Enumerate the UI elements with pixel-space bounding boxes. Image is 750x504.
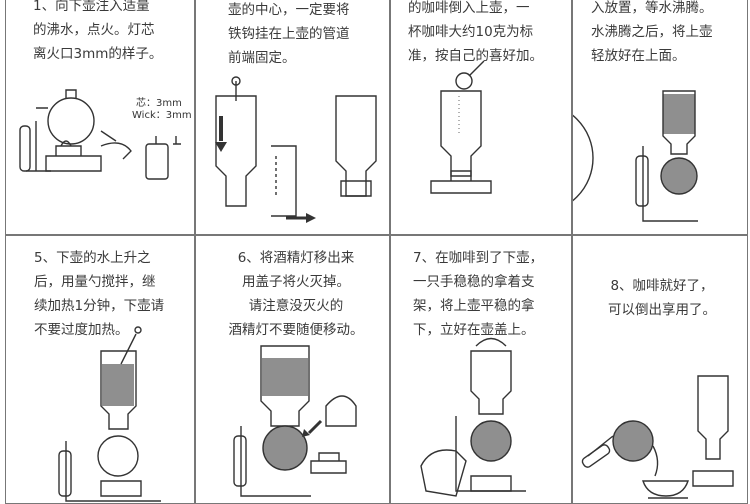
wick-label-en: Wick：3mm <box>132 110 192 121</box>
step-panel-3: 的咖啡倒入上壶，一 杯咖啡大约10克为标 准，按自己的喜好加。 <box>390 0 572 235</box>
siphon-illustration-7 <box>420 337 526 497</box>
step-1-text: 1、向下壶注入适量 的沸水，点火。灯芯 离火口3mm的样子。 <box>33 0 163 62</box>
step-6-text: 6、将酒精灯移出来 用盖子将火灭掉。 请注意没灭火的 酒精灯不要随便移动。 <box>228 250 364 338</box>
siphon-illustration-2 <box>215 76 377 223</box>
step-panel-8: 8、咖啡就好了， 可以倒出享用了。 <box>572 235 748 504</box>
siphon-illustration-1: 芯：3mm Wick：3mm <box>19 89 192 180</box>
step-2-text: 壶的中心，一定要将 铁钩挂在上壶的管道 前端固定。 <box>228 2 350 66</box>
step-3-text: 的咖啡倒入上壶，一 杯咖啡大约10克为标 准，按自己的喜好加。 <box>408 0 543 64</box>
step-panel-7: 7、在咖啡到了下壶， 一只手稳稳的拿着支 架，将上壶平稳的拿 下，立好在壶盖上。 <box>390 235 572 504</box>
step-panel-6: 6、将酒精灯移出来 用盖子将火灭掉。 请注意没灭火的 酒精灯不要随便移动。 <box>195 235 390 504</box>
siphon-illustration-5 <box>58 326 161 502</box>
step-panel-2: 壶的中心，一定要将 铁钩挂在上壶的管道 前端固定。 <box>195 0 390 235</box>
step-panel-5: 5、下壶的水上升之 后，用量勺搅拌，继 续加热1分钟，下壶请 不要过度加热。 <box>5 235 195 504</box>
siphon-illustration-6 <box>233 345 357 497</box>
step-5-text: 5、下壶的水上升之 后，用量勺搅拌，继 续加热1分钟，下壶请 不要过度加热。 <box>34 250 165 338</box>
step-4-text: 入放置，等水沸腾。 水沸腾之后，将上壶 轻放好在上面。 <box>591 0 713 64</box>
siphon-illustration-8 <box>581 375 734 499</box>
siphon-illustration-4 <box>573 90 698 222</box>
step-panel-4: 入放置，等水沸腾。 水沸腾之后，将上壶 轻放好在上面。 <box>572 0 748 235</box>
wick-label-cn: 芯：3mm <box>136 96 182 109</box>
step-8-text: 8、咖啡就好了， 可以倒出享用了。 <box>608 278 716 318</box>
step-panel-1: 1、向下壶注入适量 的沸水，点火。灯芯 离火口3mm的样子。 芯：3mm Wic… <box>5 0 195 235</box>
siphon-illustration-3 <box>430 60 492 194</box>
step-7-text: 7、在咖啡到了下壶， 一只手稳稳的拿着支 架，将上壶平稳的拿 下，立好在壶盖上。 <box>413 250 544 338</box>
